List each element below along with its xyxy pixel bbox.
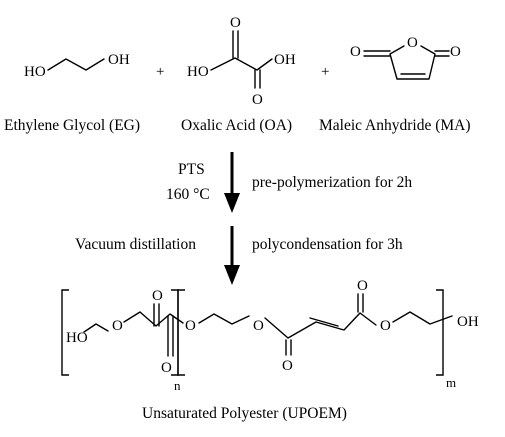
eg-chain	[47, 58, 105, 71]
reaction-arrow-1	[224, 152, 240, 213]
oa-ho-label: HO	[187, 64, 209, 80]
carbonyl-o-3: O	[282, 358, 293, 374]
backbone-3	[198, 313, 250, 325]
bracket-m-close	[436, 289, 444, 376]
polyester-structure: n m HO OH O O O O O O O O	[61, 278, 479, 393]
backbone-2	[123, 311, 184, 327]
repeat-n-label: n	[174, 378, 181, 393]
backbone-4	[264, 312, 377, 339]
ethylene-glycol-structure: HO OH	[24, 52, 130, 80]
eg-ho-label: HO	[24, 64, 46, 80]
product-name: Unsaturated Polyester (UPOEM)	[142, 405, 347, 422]
ma-ring	[389, 45, 436, 80]
pre-polymerization-label: pre-polymerization for 2h	[252, 174, 412, 191]
plus-sign-1: +	[156, 64, 164, 80]
ester-o-1: O	[112, 318, 123, 334]
oa-chain	[210, 57, 273, 71]
maleic-anhydride-structure: O O O	[350, 35, 461, 80]
plus-sign-2: +	[321, 64, 329, 80]
end-oh-label: OH	[457, 314, 479, 330]
eg-oh-label: OH	[108, 52, 130, 68]
oa-oh-label: OH	[274, 52, 296, 68]
bracket-m-open	[177, 289, 185, 376]
oa-name: Oxalic Acid (OA)	[181, 117, 292, 134]
eg-name: Ethylene Glycol (EG)	[4, 117, 140, 134]
ma-carbonyl-o-right: O	[450, 44, 461, 60]
end-ho-label: HO	[66, 330, 88, 346]
oa-carbonyl-o-bottom: O	[252, 92, 263, 108]
polycondensation-label: polycondensation for 3h	[252, 236, 403, 253]
ma-ring-o: O	[407, 35, 418, 51]
bracket-n-close	[171, 289, 179, 376]
carbonyl-o-2: O	[161, 360, 172, 376]
bracket-n-open	[61, 289, 69, 376]
carbonyl-o-1: O	[152, 288, 163, 304]
ester-o-3: O	[253, 318, 264, 334]
ester-o-2: O	[185, 318, 196, 334]
temperature-label: 160 °C	[166, 186, 210, 203]
backbone-5	[392, 311, 453, 325]
ma-carbonyl-o-left: O	[350, 44, 361, 60]
vacuum-distillation-label: Vacuum distillation	[75, 236, 196, 253]
reaction-arrow-2	[224, 226, 240, 285]
backbone-1	[83, 323, 109, 333]
repeat-m-label: m	[446, 375, 456, 390]
ester-o-4: O	[380, 318, 391, 334]
carbonyl-o-4: O	[357, 278, 368, 294]
catalyst-label: PTS	[178, 161, 205, 178]
oxalic-acid-structure: HO O O OH	[187, 15, 296, 108]
oa-carbonyl-o-top: O	[230, 15, 241, 31]
ma-name: Maleic Anhydride (MA)	[319, 117, 471, 134]
vinyl-double-bond	[309, 317, 339, 327]
